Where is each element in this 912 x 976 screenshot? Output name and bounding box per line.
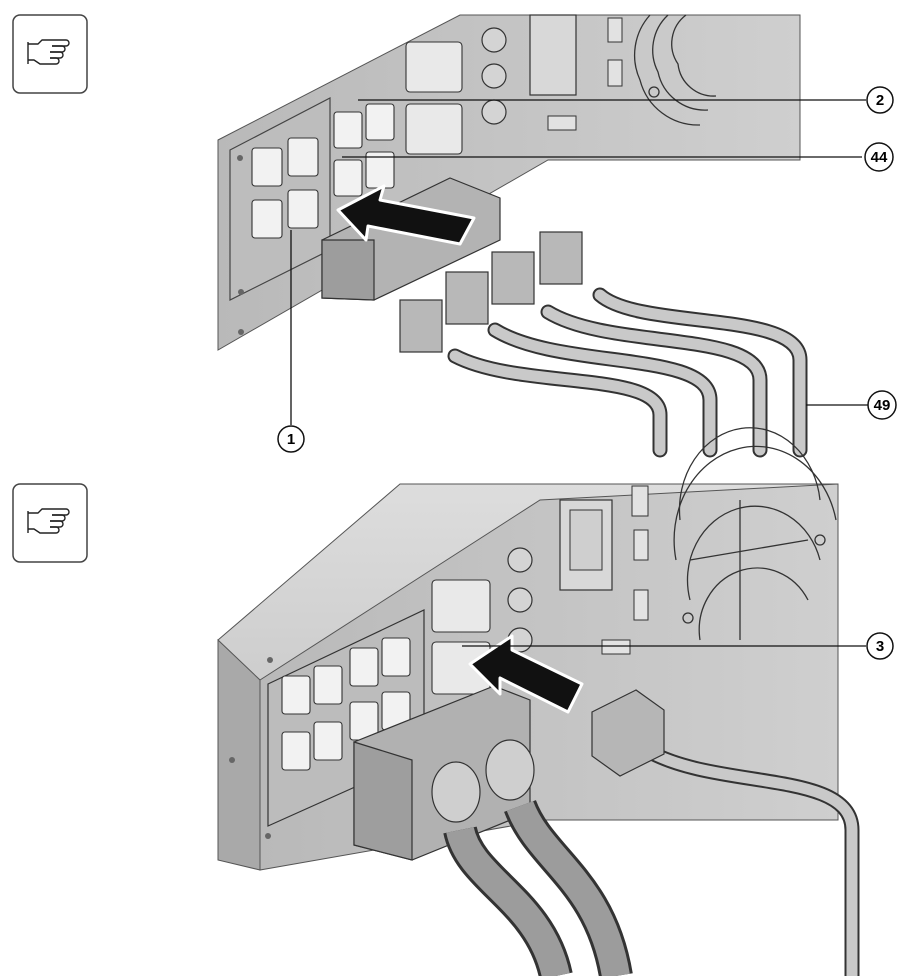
callout-label-44: 44: [871, 149, 888, 166]
callout-marker-1: 1: [277, 425, 305, 453]
plug-cables-top: [399, 231, 808, 458]
insert-arrow-top: [336, 184, 476, 246]
top-illustration: 2 44 1 49: [12, 14, 897, 458]
connector-block-top: [321, 177, 501, 301]
callout-marker-3: 3: [866, 632, 894, 660]
insert-arrow-bottom: [468, 634, 584, 714]
callout-label-2: 2: [876, 92, 884, 109]
bottom-illustration: 3: [12, 427, 894, 976]
callout-lines-top: [290, 99, 868, 425]
pointing-hand-icon: [12, 14, 88, 94]
ups-rear-panel-top: [217, 14, 801, 351]
plug-cable-bottom: [591, 689, 860, 976]
terminal-block-bottom: [353, 685, 633, 976]
pointing-hand-icon: [12, 483, 88, 563]
callout-label-3: 3: [876, 638, 884, 655]
callout-label-49: 49: [874, 397, 891, 414]
callout-label-1: 1: [287, 431, 295, 448]
callout-marker-49: 49: [867, 390, 897, 420]
callout-marker-44: 44: [864, 142, 894, 172]
callout-marker-2: 2: [866, 86, 894, 114]
